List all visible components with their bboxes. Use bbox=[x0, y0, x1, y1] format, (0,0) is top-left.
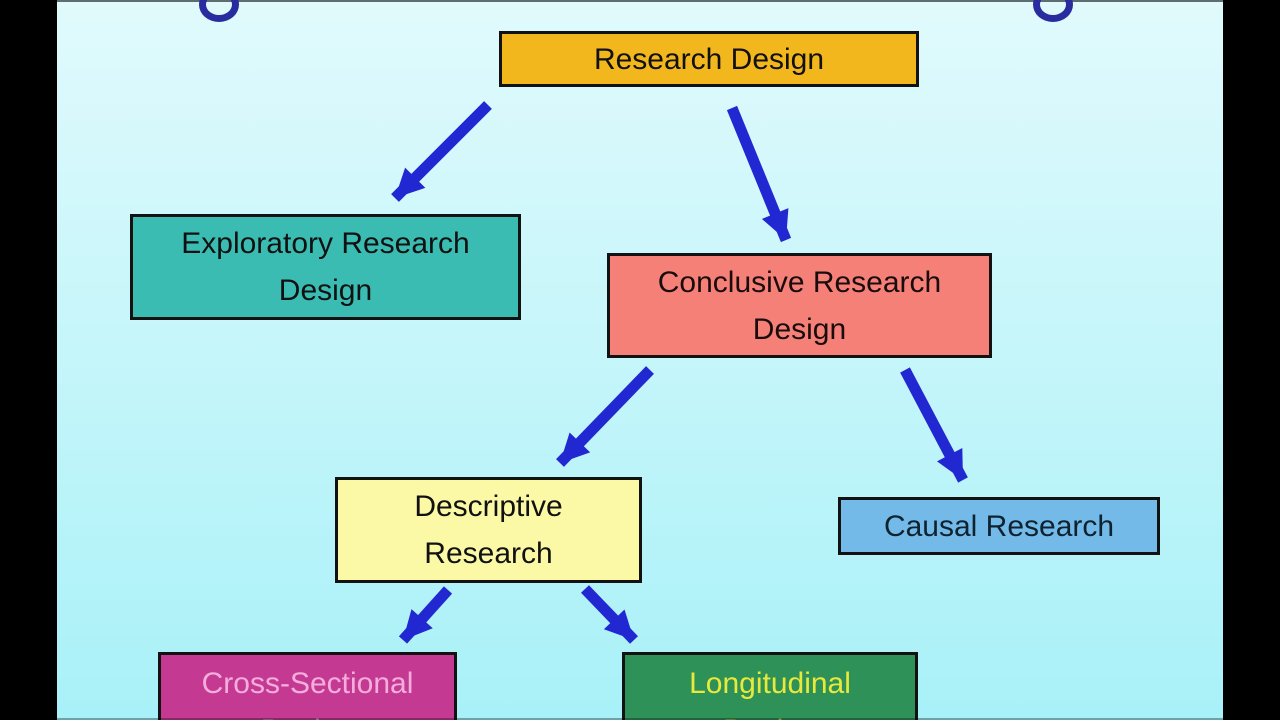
node-label-line: Design bbox=[261, 707, 354, 720]
node-label-line: Design bbox=[278, 274, 373, 307]
title-descender-fragment bbox=[199, 0, 239, 22]
node-label-line: Causal Research bbox=[883, 509, 1115, 543]
slide-background bbox=[57, 0, 1223, 720]
node-label-line: Research Design bbox=[593, 42, 825, 76]
frame-bottom-edge bbox=[57, 718, 1223, 720]
node-longitudinal: LongitudinalDesign bbox=[622, 652, 918, 720]
node-research-design: Research Design bbox=[499, 31, 919, 87]
title-descender-fragment bbox=[1033, 0, 1073, 22]
node-label-line: Descriptive bbox=[414, 490, 563, 523]
node-label-line: Exploratory Research bbox=[181, 227, 470, 260]
node-causal: Causal Research bbox=[838, 497, 1160, 555]
node-label-line: Longitudinal bbox=[689, 667, 851, 700]
node-cross-sectional: Cross-SectionalDesign bbox=[158, 652, 457, 720]
letterbox-left bbox=[0, 0, 57, 720]
node-label-line: Design bbox=[752, 312, 847, 346]
node-label-line: Research bbox=[424, 537, 553, 570]
frame-top-edge bbox=[57, 0, 1223, 2]
node-label-line: Conclusive Research bbox=[657, 265, 942, 299]
node-label-line: Design bbox=[723, 707, 816, 720]
letterbox-right bbox=[1223, 0, 1280, 720]
node-label-line: Cross-Sectional bbox=[201, 667, 414, 700]
